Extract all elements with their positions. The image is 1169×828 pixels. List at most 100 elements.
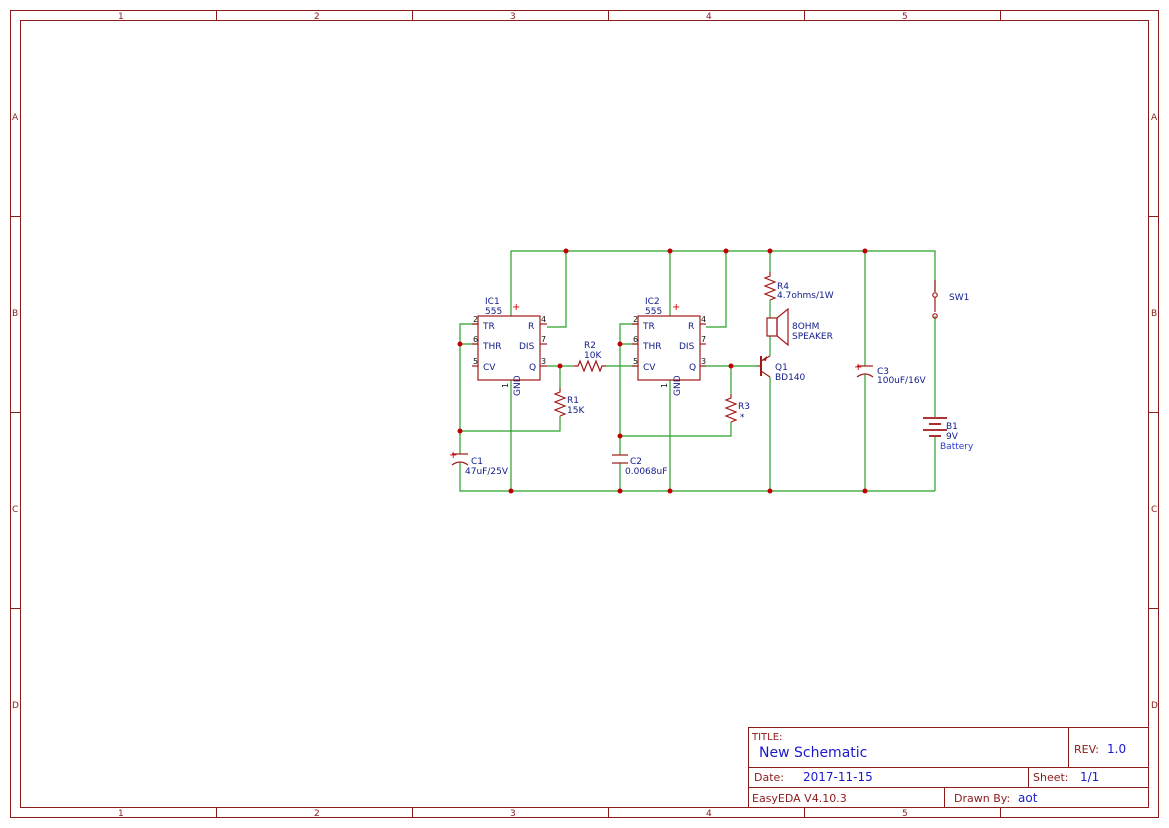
- transistor-q1[interactable]: Q1 BD140: [757, 355, 806, 383]
- ic2-pin-dis: DIS: [679, 342, 695, 352]
- row-label: C: [1151, 505, 1157, 515]
- r4-value: 4.7ohms/1W: [777, 291, 834, 301]
- ic1-pinnum: 3: [541, 357, 546, 366]
- row-label: B: [1151, 309, 1157, 319]
- ic1-pin-dis: DIS: [519, 342, 535, 352]
- ic1-555-timer[interactable]: IC1 555 + TR THR CV R DIS Q 2 6 5 4 7 3 …: [472, 297, 547, 396]
- ic1-pinnum: 7: [541, 335, 546, 344]
- speaker-icon[interactable]: 8OHM SPEAKER: [766, 307, 833, 347]
- column-labels-bottom: 1 2 3 4 5: [118, 809, 908, 819]
- drawn-by-value: aot: [1018, 791, 1038, 805]
- speaker-label-line2: SPEAKER: [792, 332, 833, 342]
- sheet-value: 1/1: [1080, 770, 1099, 784]
- date-value: 2017-11-15: [803, 770, 873, 784]
- col-label: 3: [510, 12, 516, 22]
- ic1-pin-thr: THR: [482, 342, 502, 352]
- ic1-value: 555: [485, 307, 502, 317]
- ic2-value: 555: [645, 307, 662, 317]
- q1-value: BD140: [775, 373, 806, 383]
- b1-value: 9V: [946, 432, 959, 442]
- ic2-pin-tr: TR: [642, 322, 655, 332]
- r4-ref: R4: [777, 282, 789, 292]
- r1-value: 15K: [567, 406, 585, 416]
- c3-polarity-mark: +: [854, 362, 862, 373]
- software-version: EasyEDA V4.10.3: [752, 792, 847, 805]
- ic1-pin-tr: TR: [482, 322, 495, 332]
- ic2-pinnum: 3: [701, 357, 706, 366]
- title-block: TITLE: New Schematic REV: 1.0 Date: 2017…: [748, 727, 1149, 808]
- wires: [459, 250, 936, 492]
- capacitor-c3[interactable]: + C3 100uF/16V: [854, 362, 927, 386]
- b1-type: Battery: [940, 442, 974, 452]
- col-label: 1: [118, 809, 124, 819]
- schematic-title: New Schematic: [759, 745, 867, 761]
- battery-b1[interactable]: B1 9V Battery: [923, 417, 974, 452]
- capacitor-c2[interactable]: C2 0.0068uF: [612, 454, 667, 477]
- ic2-555-timer[interactable]: IC2 555 + TR THR CV R DIS Q 2 6 5 4 7 3 …: [632, 297, 706, 396]
- r2-ref: R2: [584, 341, 596, 351]
- sw1-ref: SW1: [949, 293, 969, 303]
- q1-ref: Q1: [775, 363, 788, 373]
- ic1-pinnum: 1: [501, 383, 510, 388]
- ic1-pinnum: 2: [473, 315, 478, 324]
- c2-value: 0.0068uF: [625, 467, 667, 477]
- row-label: D: [12, 701, 19, 711]
- ic2-pin-r: R: [688, 322, 694, 332]
- r3-value: *: [740, 413, 745, 423]
- col-label: 2: [314, 12, 320, 22]
- ic2-pinnum: 5: [633, 357, 638, 366]
- ic2-pin-cv: CV: [643, 363, 656, 373]
- c3-value: 100uF/16V: [877, 376, 927, 386]
- col-label: 4: [706, 12, 712, 22]
- c2-ref: C2: [630, 457, 642, 467]
- sheet-label: Sheet:: [1033, 771, 1069, 784]
- ic1-pin-cv: CV: [483, 363, 496, 373]
- col-label: 5: [902, 809, 908, 819]
- ic1-pinnum: 4: [541, 315, 546, 324]
- row-labels-right: A B C D: [1151, 113, 1158, 711]
- col-label: 5: [902, 12, 908, 22]
- ic2-vcc-mark: +: [672, 302, 680, 313]
- ic2-pin-gnd: GND: [673, 375, 683, 396]
- ic1-pin-r: R: [528, 322, 534, 332]
- ic1-pin-q: Q: [529, 363, 536, 373]
- title-label: TITLE:: [751, 732, 782, 743]
- resistor-r2[interactable]: R2 10K: [574, 341, 606, 373]
- drawing-frame: [10, 10, 1159, 818]
- row-labels-left: A B C D: [12, 113, 19, 711]
- resistor-r4[interactable]: R4 4.7ohms/1W: [763, 272, 834, 301]
- switch-sw1[interactable]: SW1: [932, 280, 970, 319]
- ic2-pinnum: 7: [701, 335, 706, 344]
- date-label: Date:: [754, 771, 784, 784]
- c3-ref: C3: [877, 367, 889, 377]
- ic1-pinnum: 5: [473, 357, 478, 366]
- resistor-r3[interactable]: R3 *: [724, 394, 750, 423]
- b1-ref: B1: [946, 422, 958, 432]
- resistor-r1[interactable]: R1 15K: [553, 388, 585, 417]
- col-label: 2: [314, 809, 320, 819]
- col-label: 4: [706, 809, 712, 819]
- c1-ref: C1: [471, 457, 483, 467]
- capacitor-c1[interactable]: + C1 47uF/25V: [449, 450, 509, 477]
- ic2-pinnum: 4: [701, 315, 706, 324]
- c1-value: 47uF/25V: [465, 467, 509, 477]
- ic2-pin-thr: THR: [642, 342, 662, 352]
- row-label: A: [12, 113, 19, 123]
- ic1-pin-gnd: GND: [513, 375, 523, 396]
- column-labels-top: 1 2 3 4 5: [118, 12, 908, 22]
- drawn-by-label: Drawn By:: [954, 792, 1010, 805]
- c1-polarity-mark: +: [449, 450, 457, 461]
- ic1-pinnum: 6: [473, 335, 478, 344]
- r2-value: 10K: [584, 351, 602, 361]
- row-label: C: [12, 505, 18, 515]
- ic2-ref: IC2: [645, 297, 660, 307]
- junctions: [457, 248, 868, 494]
- row-label: D: [1151, 701, 1158, 711]
- rev-label: REV:: [1074, 743, 1099, 756]
- row-label: A: [1151, 113, 1158, 123]
- col-label: 3: [510, 809, 516, 819]
- row-label: B: [12, 309, 18, 319]
- ic2-pinnum: 2: [633, 315, 638, 324]
- r1-ref: R1: [567, 396, 579, 406]
